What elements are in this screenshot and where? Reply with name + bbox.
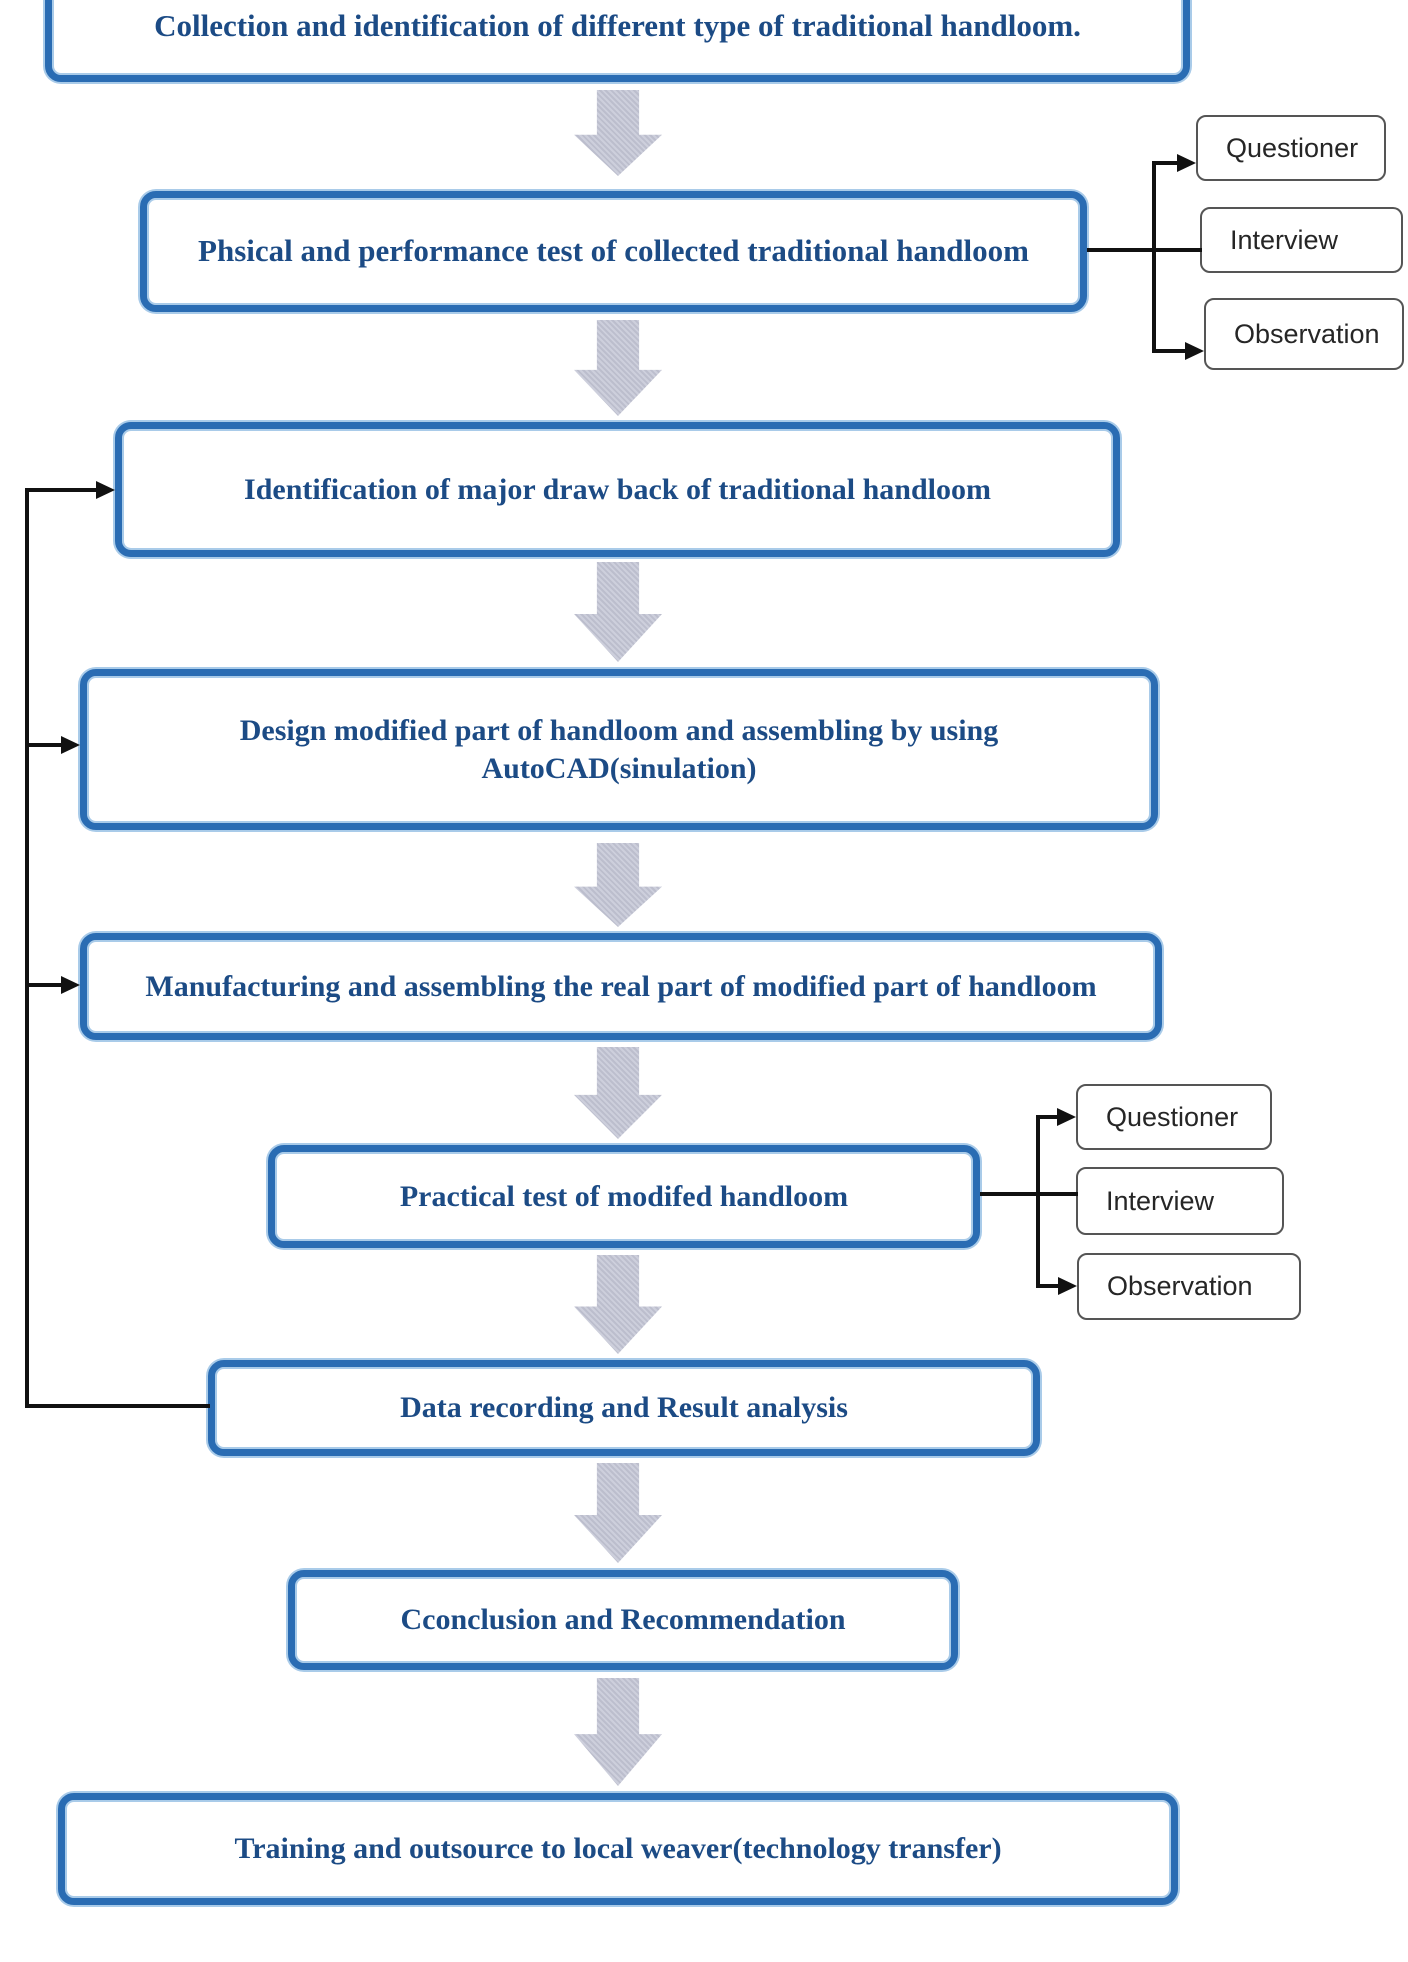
- flow-box-training: Training and outsource to local weaver(t…: [58, 1793, 1178, 1905]
- method-box-interview-bottom-label: Interview: [1106, 1185, 1215, 1216]
- connector-line: [1036, 1115, 1058, 1119]
- flow-box-collection: Collection and identification of differe…: [45, 0, 1190, 82]
- connector-line: [25, 1404, 210, 1408]
- arrowhead-icon: [1185, 342, 1204, 360]
- flow-box-conclusion-label: Cconclusion and Recommendation: [400, 1603, 846, 1637]
- flow-box-manufacturing-label: Manufacturing and assembling the real pa…: [145, 969, 1097, 1003]
- flow-box-practical-test: Practical test of modifed handloom: [268, 1145, 980, 1248]
- method-box-questioner-top: Questioner: [1196, 115, 1386, 181]
- arrowhead-icon: [96, 481, 115, 499]
- method-box-questioner-top-label: Questioner: [1226, 132, 1359, 163]
- connector-line: [1152, 349, 1186, 353]
- method-box-observation-bottom: Observation: [1077, 1253, 1301, 1320]
- down-arrow-icon-3: [574, 562, 662, 662]
- connector-line: [1036, 1115, 1040, 1288]
- down-arrow-icon-4: [574, 843, 662, 927]
- connector-line: [1087, 248, 1155, 252]
- connector-line: [25, 743, 62, 747]
- down-arrow-icon-5: [574, 1047, 662, 1139]
- flow-box-design-autocad: Design modified part of handloom and ass…: [80, 669, 1158, 830]
- down-arrow-icon-8: [574, 1678, 662, 1786]
- flow-box-drawback-identification-label: Identification of major draw back of tra…: [244, 472, 991, 506]
- connector-line: [1152, 161, 1156, 353]
- flow-box-physical-test: Phsical and performance test of collecte…: [140, 191, 1087, 312]
- flow-box-physical-test-label: Phsical and performance test of collecte…: [198, 233, 1029, 269]
- flow-box-conclusion: Cconclusion and Recommendation: [288, 1570, 958, 1670]
- method-box-interview-bottom: Interview: [1076, 1167, 1284, 1235]
- method-box-observation-top: Observation: [1204, 298, 1404, 370]
- method-box-questioner-bottom: Questioner: [1076, 1084, 1272, 1150]
- arrowhead-icon: [61, 976, 80, 994]
- method-box-interview-top-label: Interview: [1230, 224, 1339, 255]
- design-line-2: AutoCAD(sinulation): [481, 751, 757, 785]
- connector-line: [1156, 248, 1202, 252]
- connector-line: [980, 1192, 1040, 1196]
- flow-box-data-recording: Data recording and Result analysis: [208, 1360, 1040, 1456]
- connector-line: [25, 983, 62, 987]
- arrowhead-icon: [1177, 154, 1196, 172]
- connector-line: [1036, 1284, 1059, 1288]
- connector-line: [1152, 161, 1178, 165]
- arrowhead-icon: [1057, 1108, 1076, 1126]
- flow-box-drawback-identification: Identification of major draw back of tra…: [115, 422, 1120, 557]
- down-arrow-icon-6: [574, 1255, 662, 1354]
- method-box-observation-top-label: Observation: [1234, 318, 1380, 349]
- method-box-observation-bottom-label: Observation: [1107, 1271, 1253, 1301]
- down-arrow-icon-1: [574, 90, 662, 176]
- connector-line: [25, 488, 97, 492]
- connector-line: [1040, 1192, 1078, 1196]
- flow-box-practical-test-label: Practical test of modifed handloom: [399, 1179, 849, 1213]
- arrowhead-icon: [61, 736, 80, 754]
- flow-box-collection-label: Collection and identification of differe…: [154, 7, 1081, 43]
- design-line-1: Design modified part of handloom and ass…: [239, 714, 999, 747]
- flow-box-manufacturing: Manufacturing and assembling the real pa…: [80, 933, 1162, 1040]
- feedback-loop-vertical: [25, 488, 29, 1408]
- flow-box-data-recording-label: Data recording and Result analysis: [400, 1391, 848, 1425]
- down-arrow-icon-2: [574, 320, 662, 416]
- method-box-questioner-bottom-label: Questioner: [1106, 1101, 1239, 1132]
- method-box-interview-top: Interview: [1200, 207, 1403, 273]
- down-arrow-icon-7: [574, 1463, 662, 1563]
- flow-box-training-label: Training and outsource to local weaver(t…: [234, 1832, 1002, 1866]
- flow-box-design-autocad-label: Design modified part of handloom and ass…: [240, 712, 999, 787]
- arrowhead-icon: [1058, 1277, 1077, 1295]
